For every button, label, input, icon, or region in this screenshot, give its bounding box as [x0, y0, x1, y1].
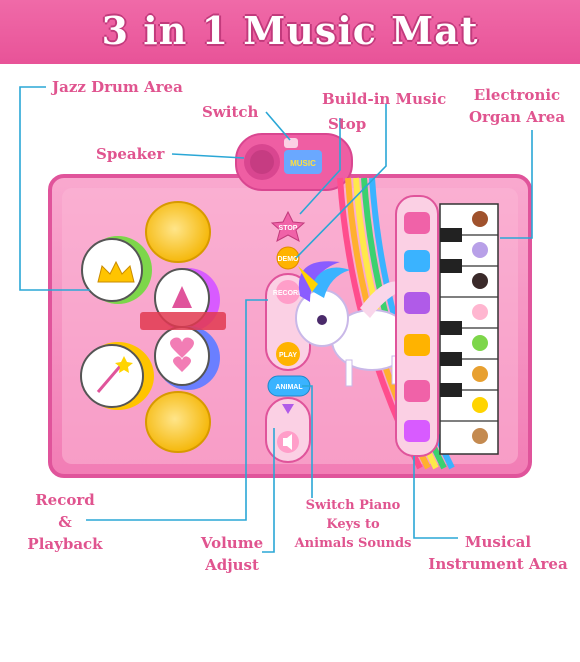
demo-button-label: DEMO — [278, 256, 300, 263]
piano-keyboard — [439, 203, 499, 455]
instrument-panel — [395, 195, 439, 457]
record-leader — [86, 299, 268, 521]
black-key — [440, 321, 462, 335]
switch-knob-icon — [284, 138, 298, 148]
stop-leader — [299, 118, 341, 215]
record-label-line3: Playback — [27, 535, 103, 553]
accordion-icon — [404, 334, 430, 356]
record-button — [276, 280, 300, 304]
volume-label-line2: Adjust — [205, 556, 259, 574]
switch-piano-leader — [302, 385, 313, 498]
speaker-volume-icon — [283, 434, 292, 450]
build-in-music-leader — [295, 104, 387, 259]
volume-up-icon — [282, 404, 294, 414]
stop-label: Stop — [328, 115, 367, 133]
cow-icon — [472, 273, 488, 289]
electronic-organ-leader — [500, 130, 533, 239]
animal-button-label: ANIMAL — [275, 384, 303, 391]
cymbal-top-icon — [145, 201, 211, 263]
volume-panel — [265, 397, 311, 463]
switch-leader — [265, 111, 291, 141]
volume-leader — [262, 428, 275, 553]
drum-stand — [140, 312, 226, 330]
switch-piano-label-line2: Keys to — [326, 517, 380, 532]
frog-icon — [472, 335, 488, 351]
play-button-label: PLAY — [279, 352, 297, 359]
switch-piano-label-line1: Switch Piano — [305, 498, 401, 513]
musical-instrument-label-line2: Instrument Area — [428, 555, 568, 573]
callout-lines — [19, 86, 533, 553]
saxophone-icon — [404, 292, 430, 314]
musical-instrument-label-line1: Musical — [464, 533, 532, 551]
switch-label: Switch — [202, 103, 259, 121]
record-label-line1: Record — [35, 491, 95, 509]
play-button — [276, 342, 300, 366]
black-key — [440, 228, 462, 242]
stop-button-label: STOP — [279, 225, 298, 232]
musical-instrument-leader — [413, 456, 458, 539]
control-column: STOP DEMO RECORD PLAY ANIMAL — [265, 210, 311, 463]
black-key — [440, 259, 462, 273]
drum-hearts-icon — [154, 326, 220, 390]
page-title: 3 in 1 Music Mat — [101, 8, 479, 53]
violin-icon — [404, 380, 430, 402]
drum-crown-icon — [81, 236, 152, 304]
demo-button — [276, 246, 300, 270]
speaker-leader — [171, 153, 245, 159]
instrument-icons — [404, 212, 430, 442]
cymbal-bottom-icon — [145, 391, 211, 453]
guitar-icon — [404, 212, 430, 234]
monkey-icon — [472, 211, 488, 227]
black-key — [440, 383, 462, 397]
jazz-drum-area-label: Jazz Drum Area — [52, 78, 183, 96]
stop-star-icon — [270, 210, 306, 243]
record-label-line2: & — [58, 513, 72, 531]
electronic-organ-label-line2: Organ Area — [468, 108, 566, 126]
speaker-module: MUSIC — [235, 133, 353, 191]
build-in-music-label: Build-in Music — [322, 90, 447, 108]
chick-icon — [472, 397, 488, 413]
title-banner: 3 in 1 Music Mat — [0, 0, 580, 64]
lion-icon — [472, 366, 488, 382]
record-button-label: RECORD — [273, 290, 303, 297]
speaker-logo — [284, 150, 322, 174]
speaker-label: Speaker — [96, 145, 165, 163]
elephant-icon — [472, 242, 488, 258]
switch-piano-label-line3: Animals Sounds — [294, 536, 412, 551]
speaker-logo-text: MUSIC — [290, 159, 316, 168]
electronic-organ-label-line1: Electronic — [473, 86, 561, 104]
harp-icon — [404, 420, 430, 442]
black-key — [440, 352, 462, 366]
xylophone-icon — [404, 250, 430, 272]
volume-label-line1: Volume — [200, 534, 264, 552]
drum-wand-icon — [80, 342, 154, 410]
jazz-drum-leader — [19, 86, 90, 291]
dog-icon — [472, 428, 488, 444]
pig-icon — [472, 304, 488, 320]
